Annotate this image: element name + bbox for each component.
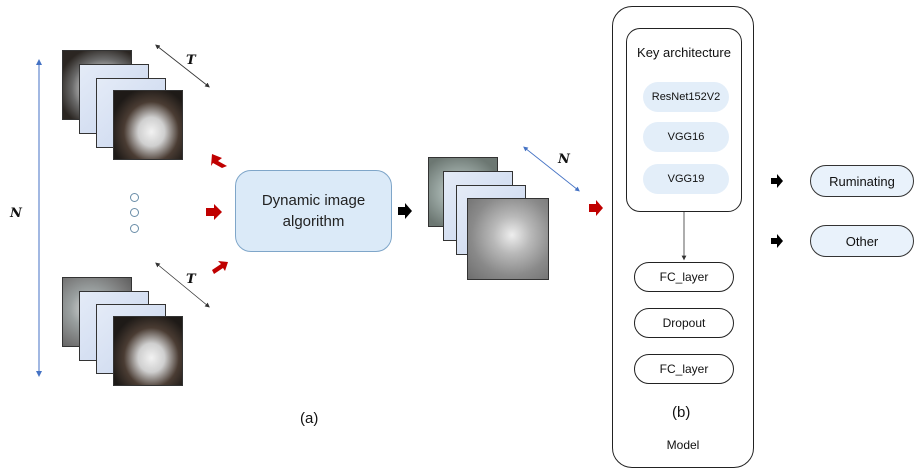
dynamic-image-algorithm-box: Dynamic image algorithm <box>235 170 392 252</box>
t-arrow-bottom <box>155 262 210 308</box>
algorithm-label: Dynamic image algorithm <box>261 192 366 230</box>
output-other: Other <box>810 225 914 257</box>
fc-layer-1: FC_layer <box>634 262 734 292</box>
ellipsis-dot <box>130 193 139 202</box>
dropout-layer: Dropout <box>634 308 734 338</box>
output-ruminating: Ruminating <box>810 165 914 197</box>
n-label-left: N <box>10 206 22 221</box>
dynamic-image-4 <box>467 198 549 280</box>
t-arrow-top <box>155 44 210 88</box>
fc-layer-2: FC_layer <box>634 354 734 384</box>
frame-top-4 <box>113 90 183 160</box>
ellipsis-dot <box>130 224 139 233</box>
red-arrow-icon <box>212 261 228 274</box>
t-label-top: T <box>186 53 196 68</box>
n-label-right: N <box>558 152 570 167</box>
caption-a: (a) <box>300 410 319 427</box>
key-architecture-title: Key architecture <box>637 45 731 60</box>
architecture-resnet152v2: ResNet152V2 <box>643 82 729 112</box>
model-container <box>612 6 754 468</box>
black-arrow-icon <box>771 234 783 248</box>
frame-bottom-4 <box>113 316 183 386</box>
key-architecture-box <box>626 28 742 212</box>
n-arrow-right <box>523 146 580 192</box>
caption-b: (b) <box>672 404 691 421</box>
t-label-bottom: T <box>186 272 196 287</box>
architecture-vgg16: VGG16 <box>643 122 729 152</box>
red-arrow-icon <box>589 200 603 216</box>
model-label: Model <box>666 438 700 452</box>
black-arrow-icon <box>398 203 412 219</box>
ellipsis-dot <box>130 208 139 217</box>
red-arrow-icon <box>206 204 222 220</box>
red-arrow-icon <box>211 154 227 168</box>
black-arrow-icon <box>771 174 783 188</box>
architecture-vgg19: VGG19 <box>643 164 729 194</box>
